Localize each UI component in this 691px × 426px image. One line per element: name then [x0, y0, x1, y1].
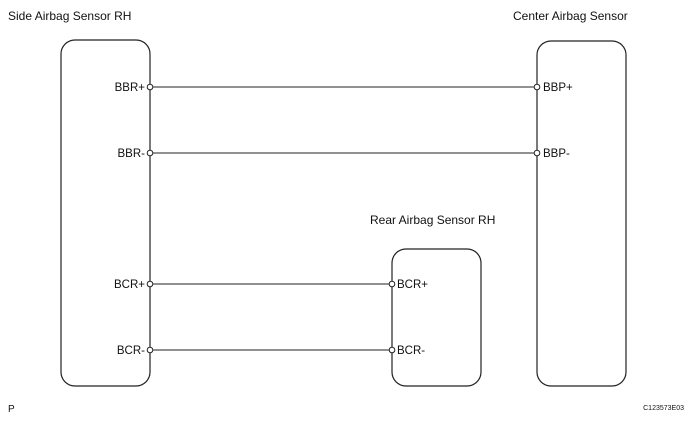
corner-label-p: P — [8, 404, 15, 415]
pin-label-bbr-minus: BBR- — [118, 148, 146, 160]
center-airbag-sensor-box — [536, 40, 627, 387]
terminal-bbr-plus — [146, 83, 154, 91]
terminal-bbp-minus — [533, 149, 541, 157]
terminal-bbp-plus — [533, 83, 541, 91]
figure-code-label: C123573E03 — [643, 405, 684, 412]
pin-label-bbp-minus: BBP- — [543, 148, 570, 160]
terminal-rear-bcr-minus — [388, 346, 396, 354]
terminal-rear-bcr-plus — [388, 280, 396, 288]
terminal-side-bcr-minus — [146, 346, 154, 354]
pin-label-bbr-plus: BBR+ — [115, 82, 146, 94]
pin-label-side-bcr-minus: BCR- — [117, 345, 145, 357]
center-airbag-sensor-title: Center Airbag Sensor — [513, 9, 628, 23]
terminal-side-bcr-plus — [146, 280, 154, 288]
pin-label-rear-bcr-plus: BCR+ — [397, 279, 428, 291]
side-airbag-sensor-title: Side Airbag Sensor RH — [8, 9, 131, 23]
rear-airbag-sensor-title: Rear Airbag Sensor RH — [370, 213, 495, 227]
side-airbag-sensor-box — [60, 39, 151, 387]
pin-label-bbp-plus: BBP+ — [543, 82, 573, 94]
pin-label-side-bcr-plus: BCR+ — [114, 279, 145, 291]
pin-label-rear-bcr-minus: BCR- — [397, 345, 425, 357]
terminal-bbr-minus — [146, 149, 154, 157]
rear-airbag-sensor-box — [391, 248, 482, 387]
